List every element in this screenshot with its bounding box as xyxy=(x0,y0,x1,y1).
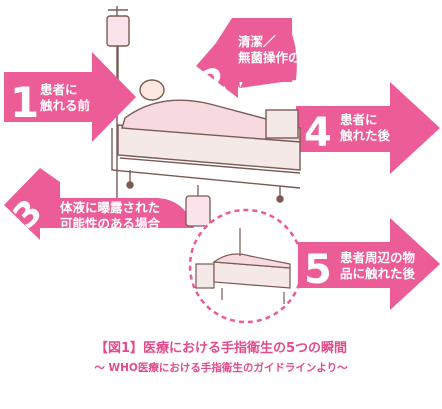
figure-caption-title: 【図1】医療における手指衛生の5つの瞬間 xyxy=(94,341,348,356)
moment-1-number: 1 xyxy=(10,78,39,127)
arrow-moment-2-body xyxy=(196,18,292,98)
moment-1-label: 患者に 触れる前 xyxy=(40,82,91,113)
arrow-moment-1 xyxy=(4,52,136,142)
moment-2-label: 清潔／ 無菌操作の前 xyxy=(238,34,314,65)
moment-3-label: 体液に曝露された 可能性のある場合 xyxy=(60,200,161,231)
arrow-moment-5-front xyxy=(298,218,440,310)
moment-4-label: 患者に 触れた後 xyxy=(340,112,391,143)
drainage-bag xyxy=(185,185,211,227)
moment-5-number: 5 xyxy=(304,247,332,293)
arrow-moment-4 xyxy=(296,82,440,174)
hospital-bed-illustration xyxy=(111,79,301,203)
moment-5-label: 患者周辺の物 品に触れた後 xyxy=(340,250,416,281)
moment-4-number: 4 xyxy=(304,110,332,156)
arrow-moment-3 xyxy=(4,168,194,240)
empty-bed-illustration xyxy=(195,228,291,304)
figure-caption-subtitle: ～ WHO医療における手指衛生のガイドラインより～ xyxy=(94,362,348,374)
